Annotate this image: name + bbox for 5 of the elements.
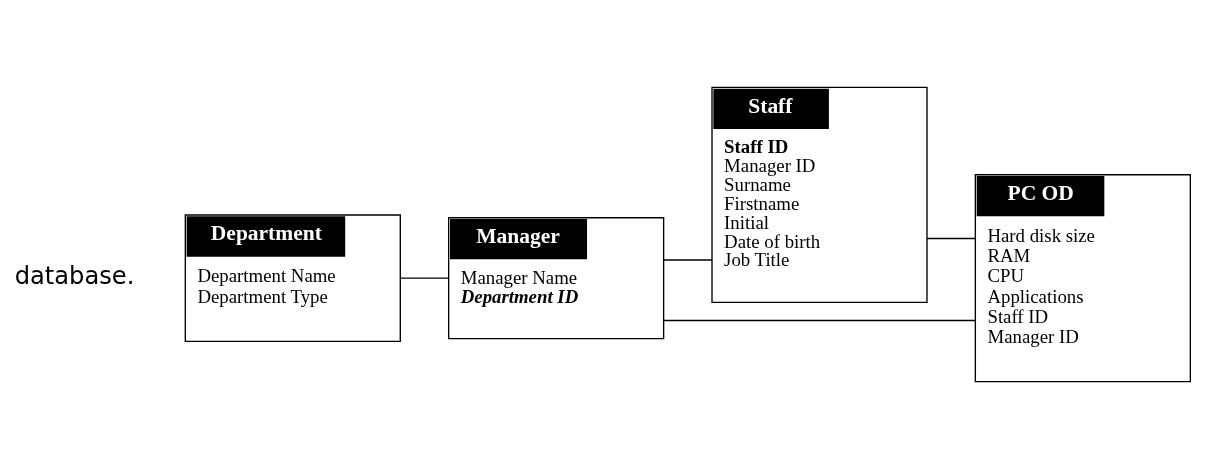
- connector: [663, 319, 976, 321]
- connector: [926, 237, 976, 239]
- connector: [399, 277, 450, 279]
- connector: [662, 258, 713, 261]
- label: database.: [14, 261, 135, 290]
